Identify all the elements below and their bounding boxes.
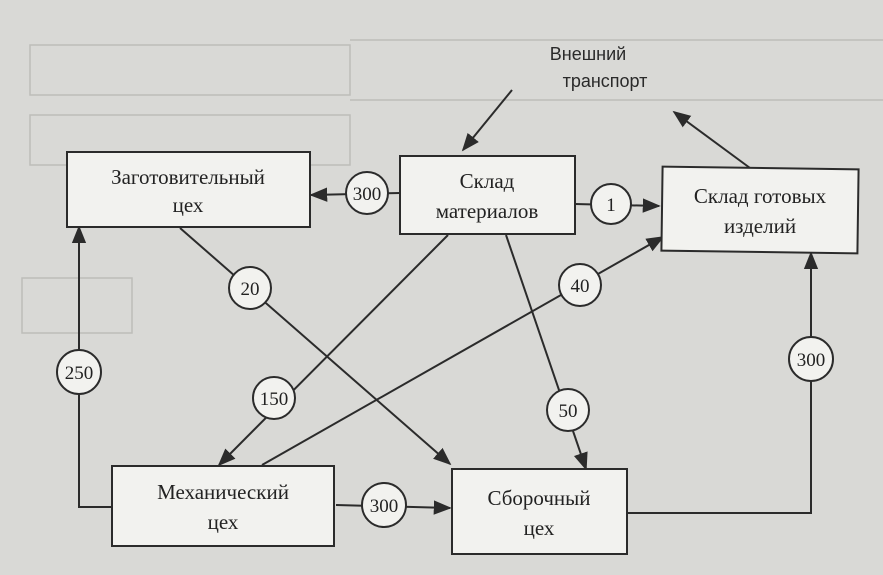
flow-badge-zagot-to-sbor: 20 [228, 266, 272, 310]
node-sborochnyi-line1: Сборочный [487, 486, 590, 510]
flow-value: 1 [606, 195, 616, 216]
node-sklad-materialov-line2: материалов [436, 199, 539, 223]
node-sborochnyi-line2: цех [524, 516, 555, 540]
flow-value: 150 [260, 389, 289, 410]
flow-badge-sbor-to-got: 300 [788, 336, 834, 382]
flow-value: 250 [65, 363, 94, 384]
node-sklad-materialov: Склад материалов [399, 155, 576, 235]
flow-badge-mech-to-got: 40 [558, 263, 602, 307]
node-mech-line1: Механический [157, 480, 289, 504]
external-line1: Внешний [550, 44, 626, 64]
node-zagot-line2: цех [173, 193, 204, 217]
flow-badges: 300 1 20 40 150 250 50 300 [56, 171, 834, 528]
flow-badge-mat-to-got: 1 [590, 183, 632, 225]
edge-external-to-sklad-materialov [461, 89, 513, 152]
flow-value: 300 [353, 184, 382, 205]
node-mech-line2: цех [208, 510, 239, 534]
edge-sklad-gotovyh-to-external [672, 110, 751, 169]
node-zagot: Заготовительный цех [66, 151, 311, 228]
flow-badge-mat-to-zagot: 300 [345, 171, 389, 215]
node-sklad-gotovyh-line1: Склад готовых [694, 184, 827, 208]
flow-value: 50 [559, 401, 578, 422]
flow-value: 300 [797, 350, 826, 371]
flow-value: 20 [241, 279, 260, 300]
external-transport-label: Внешний транспорт [550, 44, 648, 91]
node-sklad-gotovyh-line2: изделий [724, 214, 796, 238]
node-sklad-gotovyh: Склад готовых изделий [660, 165, 860, 255]
flow-badge-mech-to-zagot: 250 [56, 349, 102, 395]
flow-value: 300 [370, 496, 399, 517]
flow-badge-mat-to-mech: 150 [252, 376, 296, 420]
node-mech: Механический цех [111, 465, 335, 547]
node-sborochnyi: Сборочный цех [451, 468, 628, 555]
edge-zagot-to-sborochnyi [179, 227, 452, 466]
edge-mech-to-zagot [71, 225, 112, 508]
node-sklad-materialov-line1: Склад [460, 169, 515, 193]
flow-badge-mech-to-sbor: 300 [361, 482, 407, 528]
node-zagot-line1: Заготовительный [111, 165, 265, 189]
flow-value: 40 [571, 276, 590, 297]
flow-badge-mat-to-sbor: 50 [546, 388, 590, 432]
edge-sborochnyi-to-sklad-gotovyh [628, 251, 819, 514]
external-line2: транспорт [563, 71, 648, 91]
edge-sklad-materialov-to-mech [217, 234, 449, 467]
